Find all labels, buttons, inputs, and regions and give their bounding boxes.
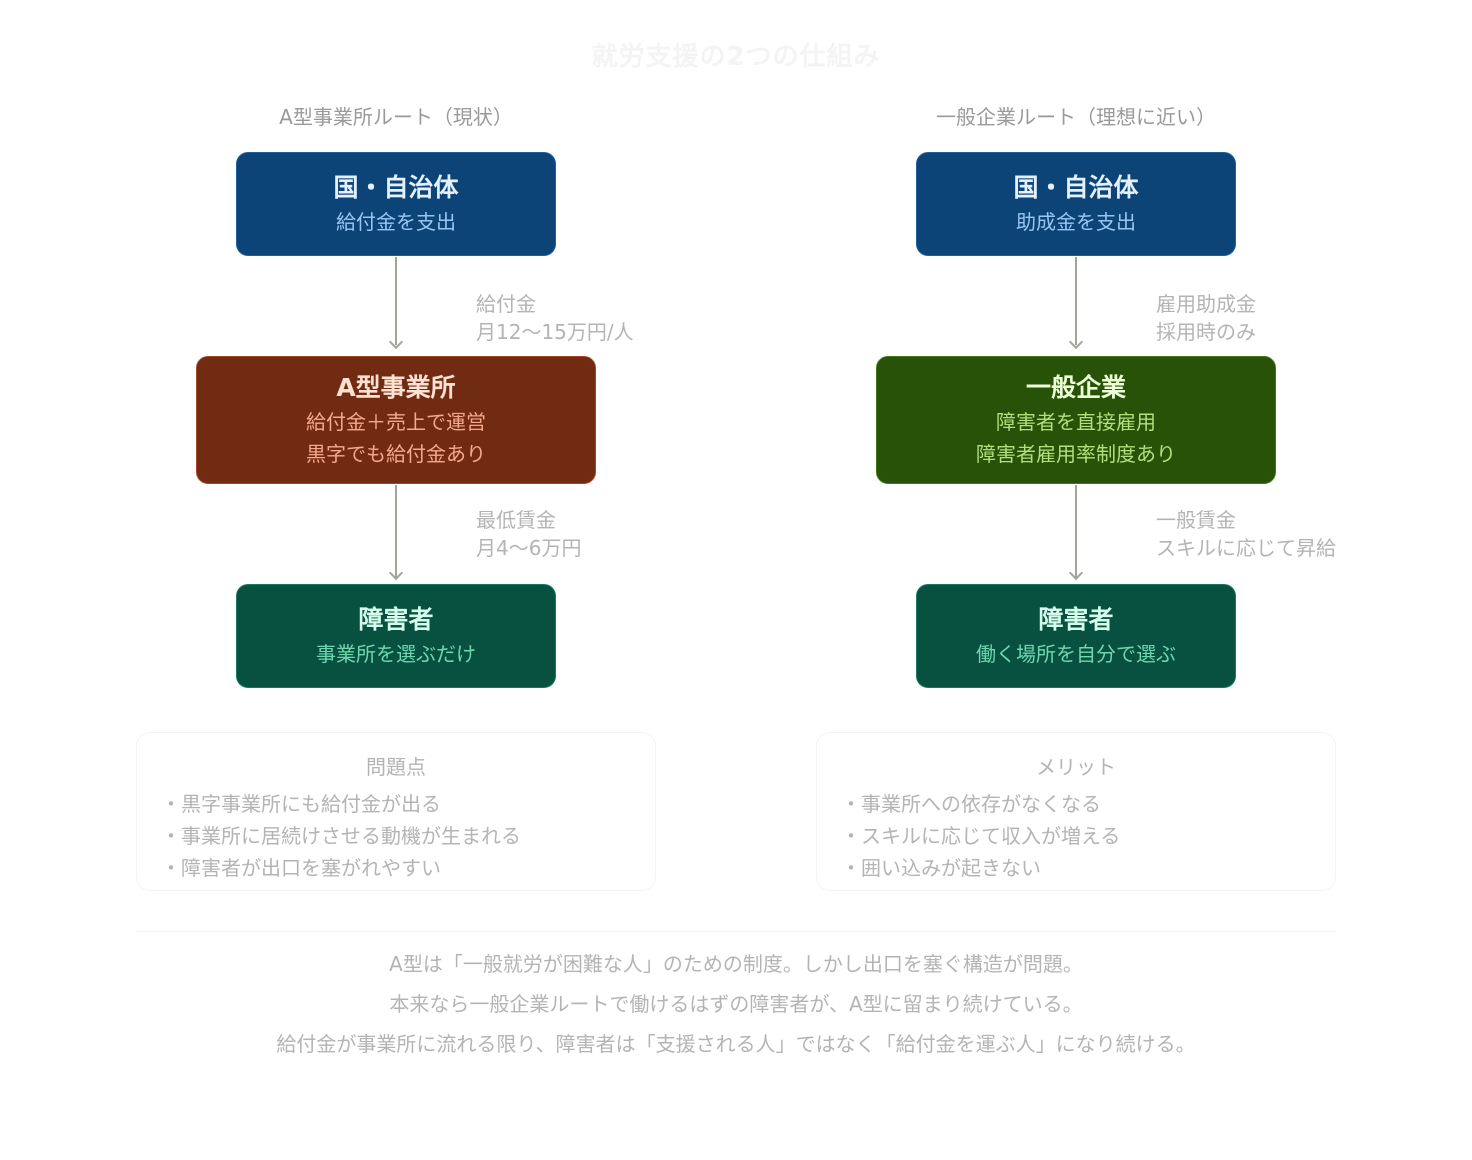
summary-line-3: 給付金が事業所に流れる限り、障害者は「支援される人」ではなく「給付金を運ぶ人」に… [276,1032,1196,1056]
merits-panel: メリット 事業所への依存がなくなる スキルに応じて収入が増える 囲い込みが起きな… [816,732,1336,891]
summary-line-1: A型は「一般就労が困難な人」のための制度。しかし出口を塞ぐ構造が問題。 [389,952,1083,976]
left-a-type-office-desc-2: 黒字でも給付金あり [306,442,486,466]
right-arrow-1 [1075,257,1077,345]
right-general-company-desc-2: 障害者雇用率制度あり [976,442,1176,466]
problems-panel: 問題点 黒字事業所にも給付金が出る 事業所に居続けさせる動機が生まれる 障害者が… [136,732,656,891]
left-arrow-2-head [388,565,404,581]
summary-line-2: 本来なら一般企業ルートで働けるはずの障害者が、A型に留まり続けている。 [389,992,1083,1016]
right-arrow-2 [1075,485,1077,577]
merits-heading: メリット [1036,755,1116,779]
right-route-heading: 一般企業ルート（理想に近い） [936,105,1216,129]
left-edge-1-line-1: 給付金 [476,292,536,316]
left-edge-2-label: 最低賃金 月4〜6万円 [476,506,581,562]
right-government-desc: 助成金を支出 [1016,210,1136,234]
problems-item: 事業所に居続けさせる動機が生まれる [181,820,521,852]
left-arrow-2 [395,485,397,577]
right-government-node: 国・自治体 助成金を支出 [916,152,1236,256]
left-edge-2-line-2: 月4〜6万円 [476,536,582,560]
right-disabled-person-desc: 働く場所を自分で選ぶ [976,642,1176,666]
left-a-type-office-desc-1: 給付金＋売上で運営 [306,410,486,434]
problems-item: 障害者が出口を塞がれやすい [181,852,521,884]
right-general-company-node: 一般企業 障害者を直接雇用 障害者雇用率制度あり [876,356,1276,484]
left-disabled-person-desc: 事業所を選ぶだけ [316,642,476,666]
right-edge-2-line-1: 一般賃金 [1156,508,1236,532]
right-arrow-1-head [1068,334,1084,350]
left-disabled-person-node: 障害者 事業所を選ぶだけ [236,584,556,688]
left-arrow-1 [395,257,397,345]
merits-list: 事業所への依存がなくなる スキルに応じて収入が増える 囲い込みが起きない [861,788,1120,884]
right-edge-2-label: 一般賃金 スキルに応じて昇給 [1156,506,1336,562]
left-route-heading: A型事業所ルート（現状） [279,105,513,129]
problems-item: 黒字事業所にも給付金が出る [181,788,521,820]
summary-divider [136,931,1336,932]
left-arrow-1-head [388,334,404,350]
right-edge-1-line-2: 採用時のみ [1156,320,1256,344]
left-edge-1-label: 給付金 月12〜15万円/人 [476,290,634,346]
left-disabled-person-title: 障害者 [358,605,434,634]
right-arrow-2-head [1068,565,1084,581]
left-government-node: 国・自治体 給付金を支出 [236,152,556,256]
diagram-title: 就労支援の2つの仕組み [591,42,881,72]
right-disabled-person-node: 障害者 働く場所を自分で選ぶ [916,584,1236,688]
summary-text: A型は「一般就労が困難な人」のための制度。しかし出口を塞ぐ構造が問題。 本来なら… [0,944,1472,1064]
left-a-type-office-node: A型事業所 給付金＋売上で運営 黒字でも給付金あり [196,356,596,484]
problems-heading: 問題点 [366,755,426,779]
left-edge-2-line-1: 最低賃金 [476,508,556,532]
right-disabled-person-title: 障害者 [1038,605,1114,634]
right-edge-1-label: 雇用助成金 採用時のみ [1156,290,1256,346]
right-general-company-title: 一般企業 [1025,373,1126,402]
right-edge-1-line-1: 雇用助成金 [1156,292,1256,316]
left-a-type-office-title: A型事業所 [336,373,456,402]
merits-item: スキルに応じて収入が増える [861,820,1120,852]
right-government-title: 国・自治体 [1013,173,1139,202]
left-government-title: 国・自治体 [333,173,459,202]
merits-item: 囲い込みが起きない [861,852,1120,884]
right-edge-2-line-2: スキルに応じて昇給 [1156,536,1336,560]
merits-item: 事業所への依存がなくなる [861,788,1120,820]
left-government-desc: 給付金を支出 [336,210,456,234]
problems-list: 黒字事業所にも給付金が出る 事業所に居続けさせる動機が生まれる 障害者が出口を塞… [181,788,521,884]
right-general-company-desc-1: 障害者を直接雇用 [996,410,1156,434]
left-edge-1-line-2: 月12〜15万円/人 [476,320,634,344]
